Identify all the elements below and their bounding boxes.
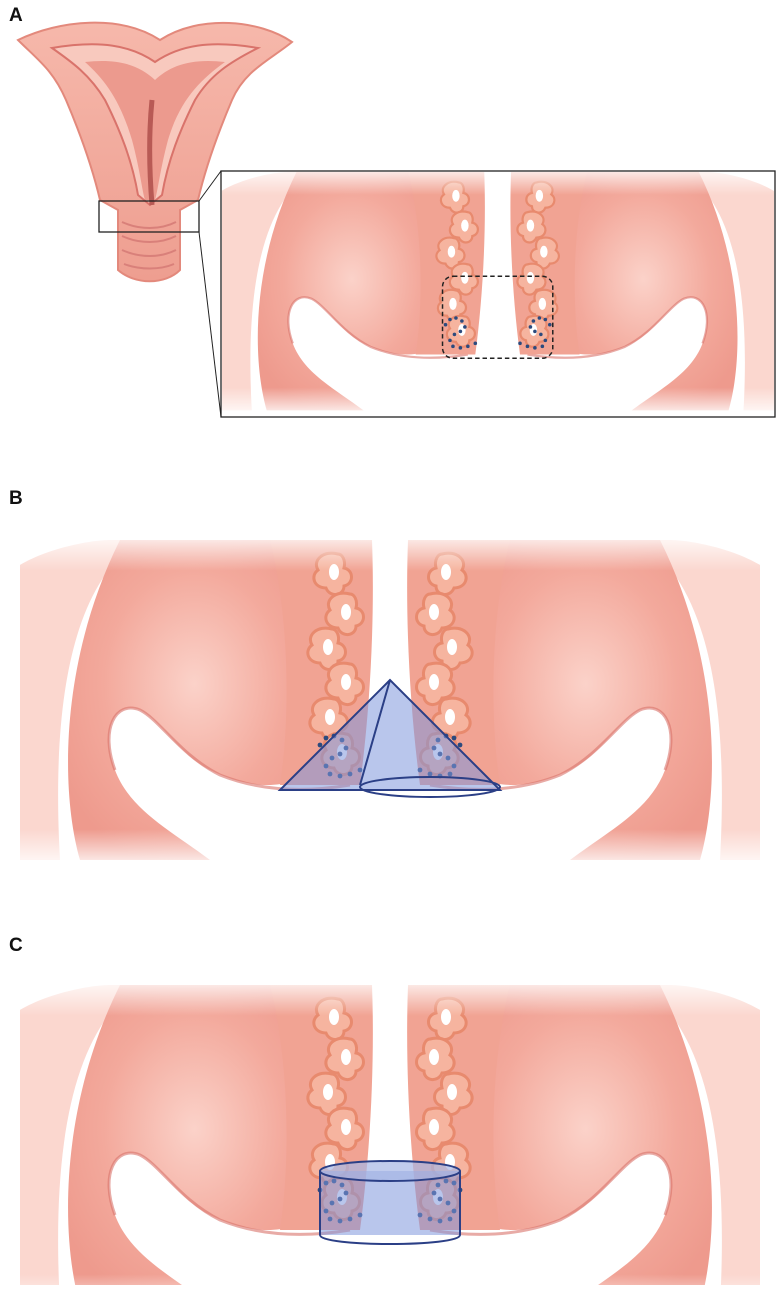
cervix-detail-c (0, 975, 780, 1292)
cylinder-top-ellipse (320, 1161, 460, 1181)
edge-fade (207, 165, 781, 418)
cervix-detail-a (207, 165, 781, 418)
cervix-detail-b (0, 530, 780, 870)
zoom-connector-bottom (199, 232, 221, 417)
cervix-drawing (0, 530, 780, 870)
cervix-drawing (0, 975, 780, 1292)
cervix-drawing (207, 165, 781, 418)
cervical-canal (150, 100, 152, 205)
